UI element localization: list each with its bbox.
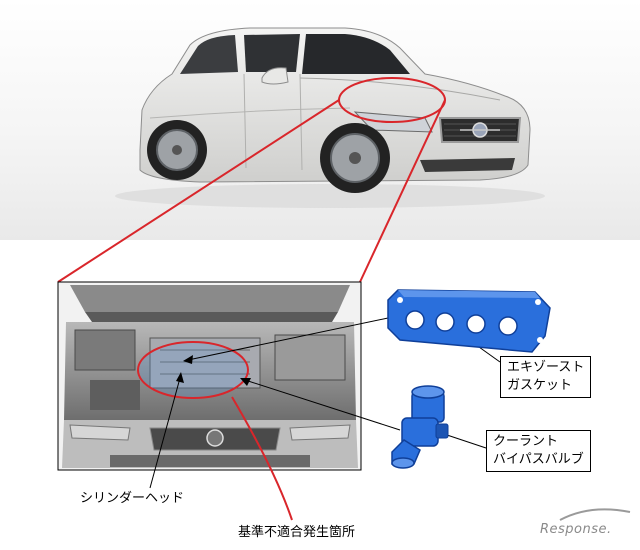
cylinder-head-label: シリンダーヘッド bbox=[80, 491, 185, 506]
engine-bay-photo-icon bbox=[57, 281, 362, 471]
cylinder-head-callout-ellipse bbox=[137, 341, 249, 399]
exhaust-gasket-label-line1: エキゾースト bbox=[507, 360, 585, 375]
coolant-valve-label-line1: クーラント bbox=[493, 434, 559, 449]
coolant-valve-label-line2: バイパスバルブ bbox=[493, 452, 584, 467]
exhaust-gasket-label: エキゾースト ガスケット bbox=[500, 356, 592, 398]
front-wheel-icon bbox=[320, 123, 390, 193]
coolant-valve-label: クーラント バイパスバルブ bbox=[486, 430, 591, 472]
car-photo-icon bbox=[115, 27, 545, 208]
response-swoosh-icon bbox=[559, 508, 631, 521]
nonconformity-location-label: 基準不適合発生箇所 bbox=[238, 525, 356, 540]
coolant-bypass-valve-part-icon bbox=[391, 385, 449, 469]
cylinder-head-pointer-line bbox=[149, 377, 181, 489]
gasket-pointer-line bbox=[187, 317, 389, 361]
gasket-pointer-arrowhead bbox=[183, 355, 193, 364]
valve-pointer-arrowhead bbox=[240, 378, 251, 386]
exhaust-gasket-label-line2: ガスケット bbox=[507, 378, 573, 393]
exhaust-gasket-part-icon bbox=[387, 289, 551, 353]
response-watermark: Response. bbox=[540, 522, 612, 537]
rear-wheel-icon bbox=[147, 120, 207, 180]
nonconformity-leader bbox=[231, 396, 293, 521]
zoom-line-left bbox=[57, 99, 340, 283]
cylinder-head-pointer-arrowhead bbox=[176, 372, 184, 383]
zoom-line-right bbox=[359, 99, 446, 283]
valve-pointer-line bbox=[244, 379, 401, 431]
